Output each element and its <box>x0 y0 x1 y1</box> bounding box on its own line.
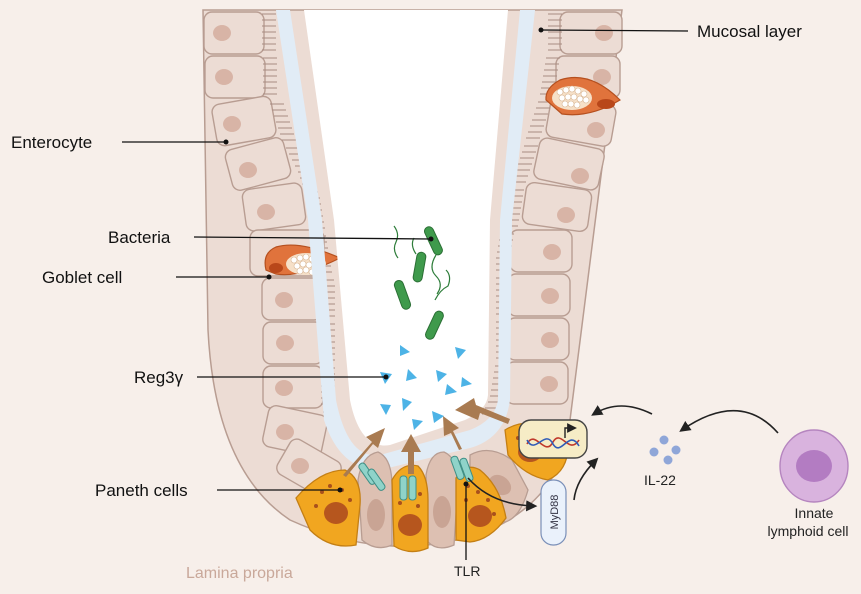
label-mucosal-layer: Mucosal layer <box>697 22 802 41</box>
label-enterocyte: Enterocyte <box>11 133 92 152</box>
myd88-label: MyD88 <box>549 495 561 530</box>
myd88-adapter: MyD88 <box>541 480 566 545</box>
label-reg3y: Reg3γ <box>134 368 184 387</box>
label-innate-line1: Innate <box>795 505 834 521</box>
label-tlr: TLR <box>454 563 480 579</box>
label-innate-line2: lymphoid cell <box>768 523 849 539</box>
label-goblet-cell: Goblet cell <box>42 268 122 287</box>
label-paneth-cells: Paneth cells <box>95 481 188 500</box>
label-bacteria: Bacteria <box>108 228 171 247</box>
label-lamina-propria: Lamina propria <box>186 565 293 582</box>
nucleus-transcription <box>519 420 587 458</box>
label-il22: IL-22 <box>644 472 676 488</box>
innate-lymphoid-cell <box>780 430 848 502</box>
